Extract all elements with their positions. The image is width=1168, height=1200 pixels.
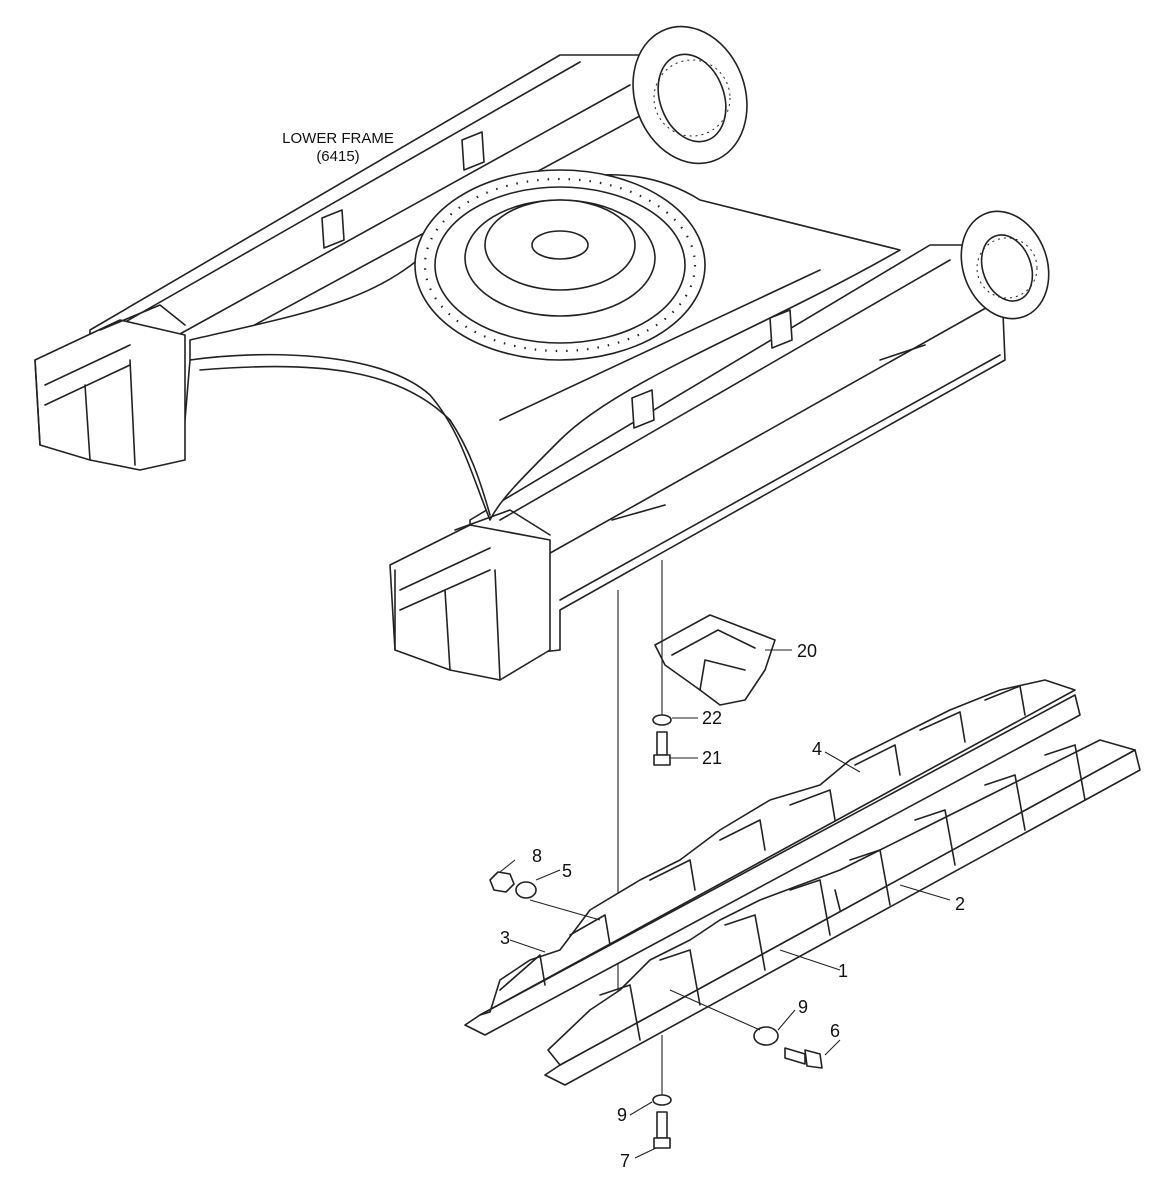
callout-6: 6 [830, 1021, 840, 1041]
callout-9-bottom: 9 [617, 1105, 627, 1125]
callout-4: 4 [812, 739, 822, 759]
lower-frame [34, 25, 1050, 681]
part-6-bolt [784, 1047, 823, 1069]
part-22-washer [652, 714, 672, 726]
leader-lines [499, 649, 951, 1159]
part-8-nut [489, 871, 515, 893]
callout-9-side: 9 [798, 997, 808, 1017]
callout-5: 5 [562, 861, 572, 881]
part-21-bolt [653, 731, 671, 766]
frame-label-line2: (6415) [316, 148, 359, 165]
part-5-washer [515, 881, 537, 899]
callout-3: 3 [500, 928, 510, 948]
callout-7: 7 [620, 1151, 630, 1171]
callout-8: 8 [532, 846, 542, 866]
part-3-4-track-guard [464, 679, 1081, 1036]
callout-1: 1 [838, 961, 848, 981]
callout-22: 22 [702, 708, 722, 728]
part-20-bracket [654, 614, 776, 706]
callout-20: 20 [797, 641, 817, 661]
callout-2: 2 [955, 894, 965, 914]
part-1-2-track-guard [544, 739, 1141, 1086]
frame-label-line1: LOWER FRAME [282, 130, 394, 147]
callout-21: 21 [702, 748, 722, 768]
part-7-bolt [653, 1111, 671, 1149]
part-9-washer-bottom [652, 1094, 672, 1106]
part-9-washer-side [753, 1026, 779, 1046]
